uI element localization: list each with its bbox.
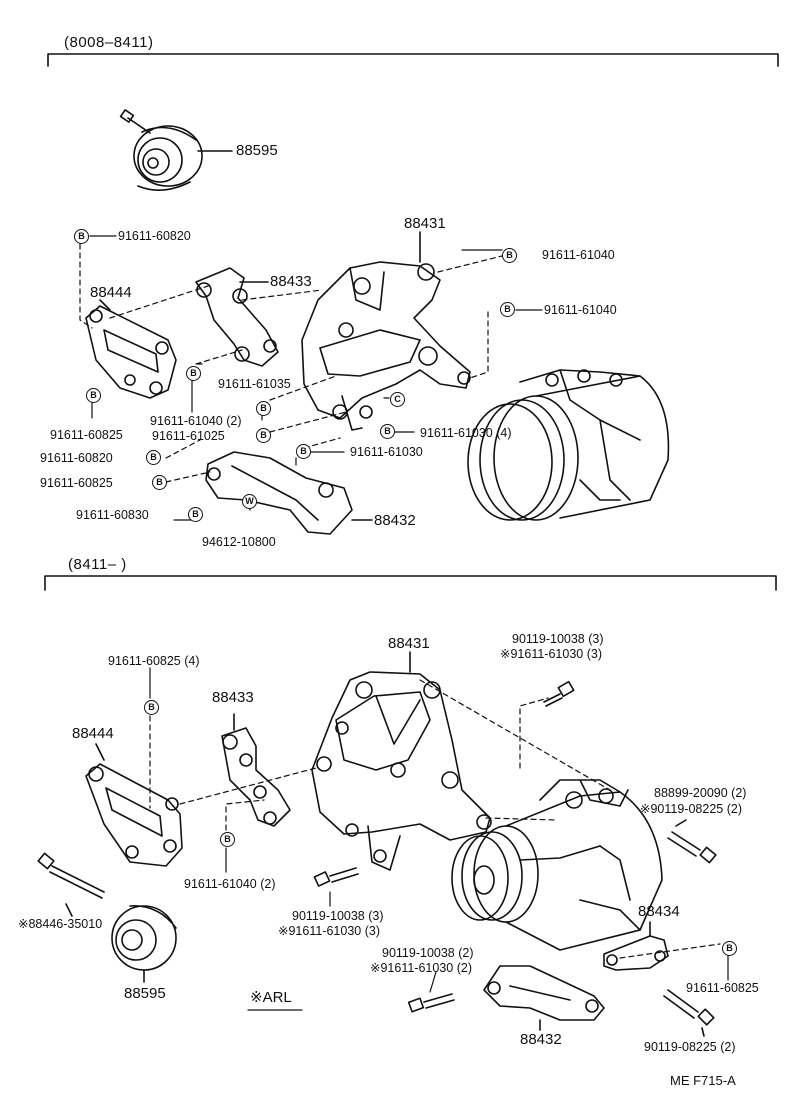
compressor-top (467, 369, 670, 521)
label-91611-60825-4: 91611-60825 (4) (108, 654, 200, 668)
badge-b: B (152, 475, 167, 490)
label-91611-60830: 91611-60830 (76, 508, 149, 522)
figure-code: ME F715-A (670, 1073, 736, 1088)
part-88431-bottom: 88431 (388, 635, 430, 652)
bracket-88444-bottom (85, 763, 183, 867)
label-91611-61030: 91611-61030 (350, 445, 423, 459)
bolt-90119-08225 (663, 989, 715, 1026)
compressor-bottom (451, 779, 663, 951)
idler-pulley-bottom (111, 905, 177, 971)
label-91611-61030-3-mid: ※91611-61030 (3) (278, 924, 380, 938)
label-90119-10038-2: 90119-10038 (2) (382, 946, 474, 960)
badge-c: C (390, 392, 405, 407)
label-90119-08225-2-top: ※90119-08225 (2) (640, 802, 742, 816)
bracket-88433-bottom (221, 727, 291, 827)
bracket-88431-top (301, 261, 471, 431)
badge-b: B (722, 941, 737, 956)
part-88433-bottom: 88433 (212, 689, 254, 706)
badge-b: B (144, 700, 159, 715)
part-88431-top: 88431 (404, 215, 446, 232)
badge-b: B (380, 424, 395, 439)
bolt-88446-35010 (37, 852, 105, 899)
section-header-top: (8008–8411) (64, 34, 154, 51)
bolt-mid (313, 867, 359, 887)
label-91611-61030-2: ※91611-61030 (2) (370, 961, 472, 975)
part-88595-bottom: 88595 (124, 985, 166, 1002)
part-88444-bottom: 88444 (72, 725, 114, 742)
label-88446-35010: ※88446-35010 (18, 917, 103, 931)
label-91611-61030-4: 91611-61030 (4) (420, 426, 512, 440)
part-88432-top: 88432 (374, 512, 416, 529)
label-91611-60825-bottom: 91611-60825 (686, 981, 759, 995)
label-91611-60825-b: 91611-60825 (40, 476, 113, 490)
badge-b: B (256, 428, 271, 443)
badge-w: W (242, 494, 257, 509)
idler-pulley-top (119, 109, 203, 191)
arl-note: ※ARL (250, 989, 292, 1006)
bolt-upper-right (543, 680, 575, 707)
badge-b: B (186, 366, 201, 381)
bracket-88434-bottom (603, 935, 669, 971)
part-88433-top: 88433 (270, 273, 312, 290)
badge-b: B (220, 832, 235, 847)
bracket-88433-top (195, 267, 279, 367)
label-91611-60825: 91611-60825 (50, 428, 123, 442)
badge-b: B (500, 302, 515, 317)
badge-b: B (502, 248, 517, 263)
label-91611-60820: 91611-60820 (118, 229, 191, 243)
badge-b: B (74, 229, 89, 244)
badge-b: B (296, 444, 311, 459)
label-90119-10038-3-mid: 90119-10038 (3) (292, 909, 384, 923)
label-90119-10038-3-top: 90119-10038 (3) (512, 632, 604, 646)
bolt-88899 (667, 831, 717, 864)
label-94612-10800: 94612-10800 (202, 535, 276, 549)
label-88899-20090-2: 88899-20090 (2) (654, 786, 747, 800)
bracket-88432-bottom (483, 965, 605, 1021)
section-header-bottom: (8411– ) (68, 556, 127, 573)
label-91611-61035: 91611-61035 (218, 377, 291, 391)
label-91611-61040-2-bottom: 91611-61040 (2) (184, 877, 276, 891)
part-88432-bottom: 88432 (520, 1031, 562, 1048)
label-91611-61040-b: 91611-61040 (544, 303, 617, 317)
label-91611-61025: 91611-61025 (152, 429, 225, 443)
label-90119-08225-2: 90119-08225 (2) (644, 1040, 736, 1054)
bolt-lower (407, 993, 455, 1013)
label-91611-60820-b: 91611-60820 (40, 451, 113, 465)
badge-b: B (256, 401, 271, 416)
badge-b: B (146, 450, 161, 465)
label-91611-61040-2: 91611-61040 (2) (150, 414, 242, 428)
badge-b: B (86, 388, 101, 403)
part-88444-top: 88444 (90, 284, 132, 301)
part-88595-top: 88595 (236, 142, 278, 159)
label-91611-61030-3-top: ※91611-61030 (3) (500, 647, 602, 661)
bracket-88431-bottom (311, 671, 492, 871)
bracket-88432-top (205, 451, 353, 535)
part-88434-bottom: 88434 (638, 903, 680, 920)
bracket-88444-top (85, 305, 177, 399)
badge-b: B (188, 507, 203, 522)
label-91611-61040: 91611-61040 (542, 248, 615, 262)
